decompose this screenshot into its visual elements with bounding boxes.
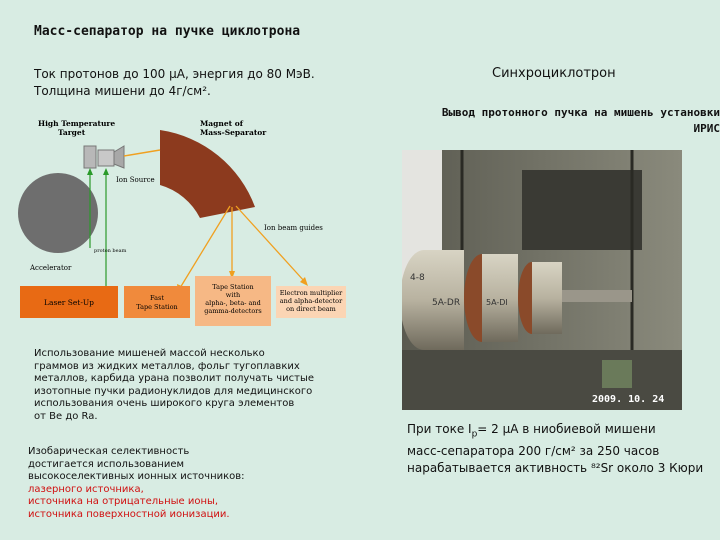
photo-magnet-1-body	[424, 250, 464, 350]
photo-floor	[402, 350, 682, 410]
beam-output-heading: Вывод протонного пучка на мишень установ…	[384, 105, 720, 137]
magnet-label-1: Magnet of	[200, 119, 244, 128]
extract-beam	[123, 149, 161, 157]
laser-label: Laser Set-Up	[44, 298, 94, 307]
photo-label-2: 5A-DR	[432, 298, 460, 308]
accelerator-label: Accelerator	[29, 264, 72, 272]
description-line: изотопные пучки радионуклидов для медици…	[34, 385, 313, 397]
photo-caption: При токе Ip= 2 μA в ниобиевой мишени мас…	[407, 421, 720, 477]
electron-mult-label-2: and alpha-detector	[280, 297, 343, 305]
synchrocyclotron-heading: Синхроциклотрон	[492, 66, 616, 81]
description-line: металлов, карбида урана позволит получат…	[34, 373, 314, 384]
caption-current-suffix: = 2 μA в ниобиевой мишени	[477, 422, 656, 436]
description-line: использования очень широкого круга элеме…	[34, 398, 295, 409]
isobar-line: высокоселективных ионных источников:	[28, 471, 245, 482]
beamline-photo: 4-8 5A-DR 5A-DI 2009. 10. 24	[402, 150, 682, 410]
photo-label-3: 5A-DI	[486, 298, 508, 307]
caption-line-2: масс-сепаратора 200 г/см² за 250 часов	[407, 444, 660, 459]
photo-date-stamp: 2009. 10. 24	[592, 394, 664, 405]
mass-separator-diagram: High Temperature Target Magnet of Mass-S…	[18, 119, 346, 326]
fast-tape-box	[124, 286, 190, 318]
electron-mult-label-3: on direct beam	[286, 305, 336, 313]
isobar-block: Изобарическая селективность достигается …	[28, 446, 328, 521]
fast-tape-label-1: Fast	[150, 294, 164, 302]
ion-source-label: Ion Source	[116, 176, 155, 184]
accelerator-shape	[18, 173, 98, 253]
arrowhead	[229, 271, 235, 279]
tape-station-box	[195, 276, 271, 326]
description-line: Использование мишеней массой несколько	[34, 348, 265, 359]
photo-magnet-2-body	[482, 254, 518, 342]
extractor-block	[113, 145, 125, 169]
arrowhead	[300, 277, 308, 286]
ion-source-block	[97, 149, 115, 167]
tape-station-label-4: gamma-detectors	[204, 307, 262, 315]
laser-box	[20, 286, 118, 318]
photo-beampipe	[562, 290, 632, 302]
isobar-source-negative-ion: источника на отрицательные ионы,	[28, 496, 219, 507]
beam-output-line-2: ИРИС	[693, 122, 720, 135]
page-title: Масс-сепаратор на пучке циклотрона	[34, 24, 301, 39]
tape-station-label-1: Tape Station	[212, 283, 254, 291]
caption-line-1: При токе Ip= 2 μA в ниобиевой мишени	[407, 421, 720, 443]
beam-output-line-1: Вывод протонного пучка на мишень установ…	[441, 106, 720, 119]
electron-mult-box	[276, 286, 346, 318]
proton-beam-label: proton beam	[94, 248, 127, 254]
isobar-line: достигается использованием	[28, 458, 185, 470]
isobar-source-surface-ionization: источника поверхностной ионизации.	[28, 508, 230, 520]
subtitle: Ток протонов до 100 μA, энергия до 80 Мэ…	[34, 66, 315, 100]
isobar-line: Изобарическая селективность	[28, 446, 190, 457]
photo-magnet-3-body	[532, 262, 562, 334]
description-line: граммов из жидких металлов, фольг тугопл…	[34, 360, 300, 372]
beam-to-electron-mult	[235, 205, 306, 283]
ion-beam-guides-label: Ion beam guides	[264, 224, 323, 232]
description-line: от Be до Ra.	[34, 410, 98, 422]
photo-ceiling-equipment	[522, 170, 642, 250]
caption-current-subscript: p	[471, 429, 478, 440]
ht-target-label-2: Target	[58, 128, 86, 137]
photo-cabinet	[602, 360, 632, 388]
caption-current-prefix: При токе I	[407, 422, 472, 436]
magnet-label-2: Mass-Separator	[200, 128, 267, 137]
beam-to-fast-tape	[179, 205, 231, 289]
magnet-shape	[160, 130, 255, 218]
isobar-source-laser: лазерного источника,	[28, 483, 144, 495]
tape-station-label-3: alpha-, beta- and	[205, 299, 261, 307]
tape-station-label-2: with	[226, 291, 240, 299]
proton-beam-arrowhead	[87, 168, 93, 175]
target-block	[83, 145, 97, 169]
ht-target-label-1: High Temperature	[38, 119, 115, 128]
electron-mult-label-1: Electron multiplier	[280, 289, 343, 297]
description-block: Использование мишеней массой несколько г…	[34, 348, 334, 423]
photo-label-1: 4-8	[410, 273, 425, 283]
subtitle-line-2: Толщина мишени до 4г/см².	[34, 84, 211, 98]
fast-tape-label-2: Tape Station	[136, 303, 178, 311]
subtitle-line-1: Ток протонов до 100 μA, энергия до 80 Мэ…	[34, 67, 315, 81]
caption-line-3: нарабатывается активность ⁸²Sr около 3 К…	[407, 461, 704, 476]
beamline-photo-drawing: 4-8 5A-DR 5A-DI 2009. 10. 24	[402, 150, 682, 410]
laser-beam-arrowhead	[103, 168, 109, 175]
